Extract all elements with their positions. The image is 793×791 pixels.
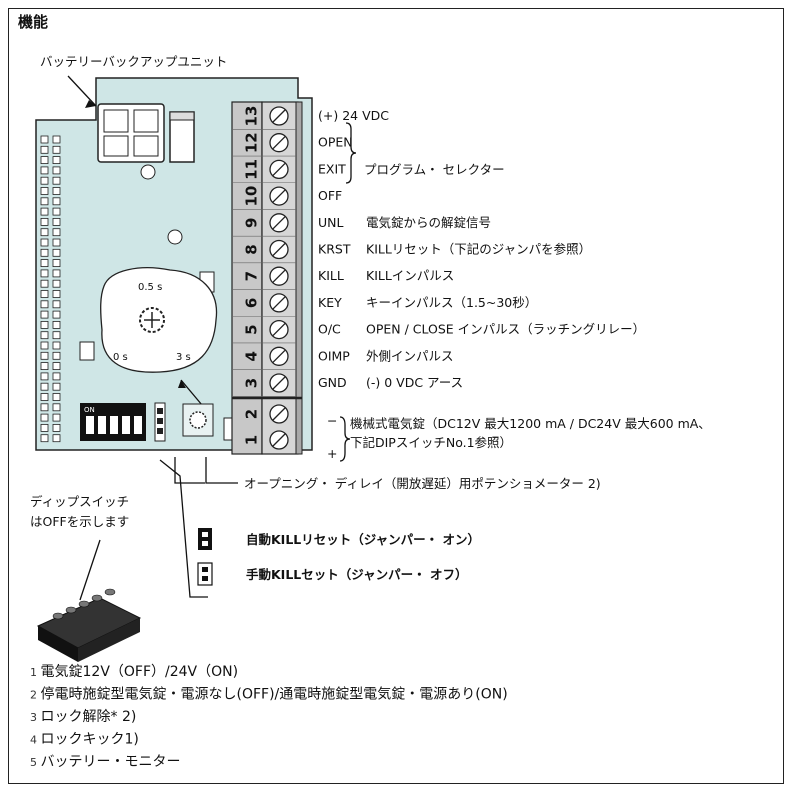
terminal-number: 10 <box>243 186 261 207</box>
terminal-description: OPEN / CLOSE インパルス（ラッチングリレー） <box>366 322 645 337</box>
terminal-description: KILLインパルス <box>366 268 454 283</box>
pot-label-left: 0 s <box>113 352 128 363</box>
terminal-code: EXIT <box>318 161 346 176</box>
terminal-number: 1 <box>243 435 261 445</box>
terminal-number: 7 <box>243 271 261 281</box>
terminal-description: (-) 0 VDC アース <box>366 375 463 390</box>
figure-title: 機能 <box>18 13 48 31</box>
terminal-code: KRST <box>318 242 351 257</box>
lock-desc-line2: 下記DIPスイッチNo.1参照） <box>350 435 512 450</box>
potentiometer <box>182 403 214 437</box>
lock-desc-line1: 機械式電気錠（DC12V 最大1200 mA / DC24V 最大600 mA、 <box>350 416 711 431</box>
jumper-on-label: 自動KILLリセット（ジャンパー・ オン） <box>246 532 480 547</box>
terminal-description: KILLリセット（下記のジャンパを参照） <box>366 242 591 257</box>
dip-switch: ON <box>80 403 146 441</box>
terminal-code: KEY <box>318 295 342 310</box>
battery-connector <box>97 103 165 163</box>
terminal-code: O/C <box>318 322 341 337</box>
jumper-on-icon <box>198 528 212 550</box>
board-hole <box>167 229 183 245</box>
terminal-description: 電気錠からの解錠信号 <box>366 215 491 230</box>
terminal-number: 6 <box>243 298 261 308</box>
pot-label-right: 3 s <box>176 352 191 363</box>
dip-setting-item: 5 バッテリー・モニター <box>30 754 181 770</box>
terminal-number: 13 <box>243 106 261 127</box>
dip-setting-item: 1 電気錠12V（OFF）/24V（ON) <box>30 664 238 680</box>
opening-delay-label: オープニング・ ディレイ（開放遅延）用ポテンショメーター 2) <box>244 476 601 491</box>
terminal-description: キーインパルス（1.5~30秒） <box>366 295 537 310</box>
board-hole <box>140 164 156 180</box>
program-selector-label: プログラム・ セレクター <box>364 162 505 177</box>
lock-plus: + <box>327 446 337 461</box>
dip-switch-illustration <box>36 588 142 662</box>
jumper-off-label: 手動KILLセット（ジャンパー・ オフ） <box>246 567 468 582</box>
terminal-number: 3 <box>243 378 261 388</box>
terminal-number: 8 <box>243 244 261 254</box>
potentiometer-detail: 0.5 s 0 s 3 s <box>100 267 218 373</box>
dip-setting-list: 1 電気錠12V（OFF）/24V（ON) 2 停電時施錠型電気錠・電源なし(OF… <box>30 664 508 770</box>
leader-lines <box>67 75 357 601</box>
pot-label-top: 0.5 s <box>138 282 162 293</box>
lock-minus: − <box>327 413 337 428</box>
dip-setting-item: 2 停電時施錠型電気錠・電源なし(OFF)/通電時施錠型電気錠・電源あり(ON) <box>30 686 508 703</box>
pin-header <box>40 135 61 443</box>
terminal-code: (+) 24 VDC <box>318 108 389 123</box>
terminal-number: 2 <box>243 409 261 419</box>
dip-label-line1: ディップスイッチ <box>30 494 129 509</box>
terminal-code: OPEN <box>318 135 353 150</box>
jumper-off-icon <box>197 562 213 586</box>
terminal-number: 4 <box>243 351 261 361</box>
terminal-number: 5 <box>243 324 261 334</box>
dip-setting-item: 3 ロック解除* 2) <box>30 709 136 725</box>
terminal-number: 9 <box>243 218 261 228</box>
terminal-number: 12 <box>243 132 261 153</box>
terminal-code: OFF <box>318 188 342 203</box>
dip-label-line2: はOFFを示します <box>30 514 129 529</box>
dip-setting-item: 4 ロックキック1) <box>30 732 139 748</box>
dip-on-label: ON <box>84 406 95 414</box>
terminal-code: KILL <box>318 268 344 283</box>
battery-label: バッテリーバックアップユニット <box>40 54 227 69</box>
terminal-code: UNL <box>318 215 343 230</box>
terminal-number: 11 <box>243 159 261 180</box>
terminal-code: OIMP <box>318 348 350 363</box>
terminal-description: 外側インパルス <box>366 348 454 363</box>
terminal-code: GND <box>318 375 347 390</box>
terminal-block: 13 12 11 10 9 8 7 6 5 4 3 2 1 <box>231 101 303 455</box>
figure-frame <box>8 8 784 784</box>
terminal-labels: (+) 24 VDC OPEN EXIT OFF UNL 電気錠からの解錠信号 KRST KI… <box>318 108 645 390</box>
